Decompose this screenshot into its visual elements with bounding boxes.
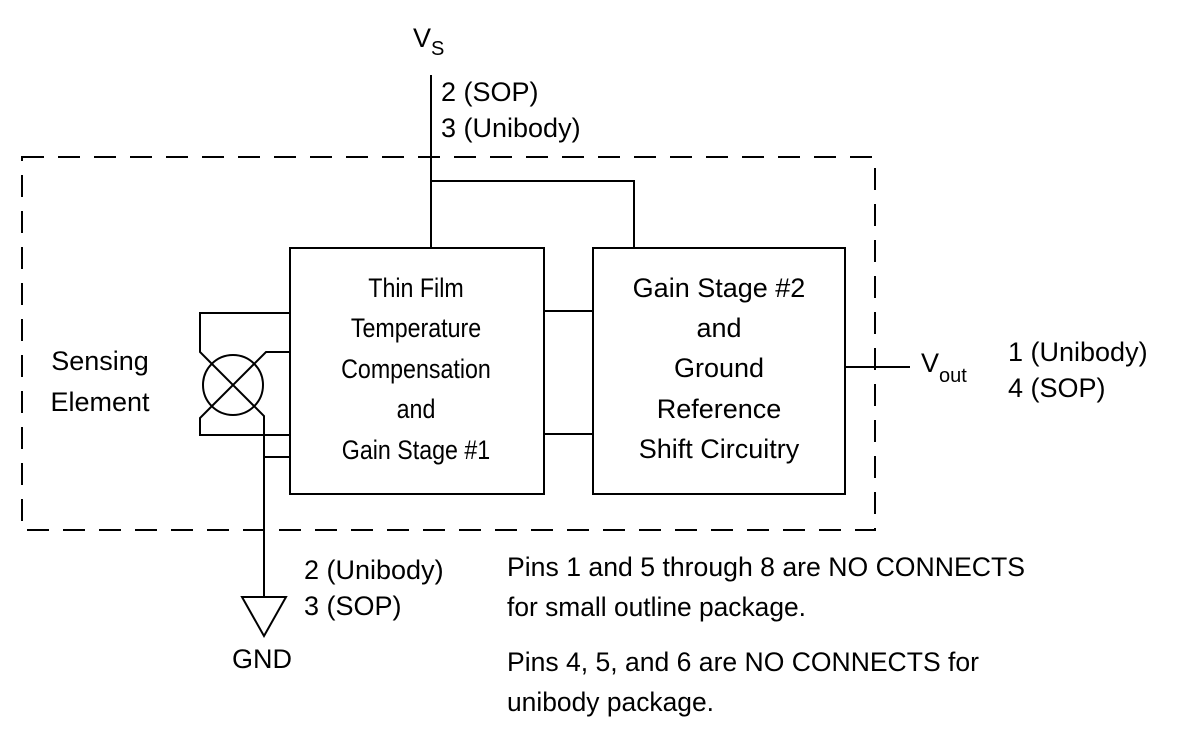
stage2-line-3: Ground	[674, 353, 764, 383]
stage2-line-2: and	[696, 313, 741, 343]
stage1-line-3: Compensation	[341, 354, 491, 384]
stage2-block	[592, 247, 846, 495]
stage1-line-1: Thin Film	[368, 273, 463, 303]
output-label: Vout	[921, 348, 967, 387]
sensing-line-1: Sensing	[51, 346, 149, 376]
note-2-line-1: Pins 4, 5, and 6 are NO CONNECTS for	[507, 647, 979, 677]
output-pin-2: 4 (SOP)	[1008, 373, 1106, 403]
bridge-symbol	[199, 312, 290, 596]
ground-icon	[240, 596, 288, 639]
ground-pin-2: 3 (SOP)	[304, 591, 402, 621]
stage2-line-1: Gain Stage #2	[633, 273, 806, 303]
ground-pin-1: 2 (Unibody)	[304, 555, 444, 585]
stage2-line-4: Reference	[657, 394, 782, 424]
note-1-line-1: Pins 1 and 5 through 8 are NO CONNECTS	[507, 552, 1025, 582]
supply-pin-1: 2 (SOP)	[441, 77, 539, 107]
note-2-line-2: unibody package.	[507, 687, 714, 717]
ground-label: GND	[232, 644, 292, 674]
supply-pin-2: 3 (Unibody)	[441, 113, 581, 143]
output-pin-1: 1 (Unibody)	[1008, 337, 1148, 367]
sensing-line-2: Element	[50, 387, 150, 417]
package-boundary	[21, 156, 876, 531]
note-1-line-2: for small outline package.	[507, 592, 806, 622]
supply-label: VS	[413, 23, 444, 60]
stage1-block	[289, 247, 545, 495]
stage1-line-4: and	[397, 394, 436, 424]
interstage-wires	[544, 310, 593, 435]
stage2-line-5: Shift Circuitry	[639, 434, 800, 464]
stage1-line-2: Temperature	[351, 313, 481, 343]
stage1-line-5: Gain Stage #1	[342, 435, 490, 465]
supply-wiring	[430, 75, 635, 248]
